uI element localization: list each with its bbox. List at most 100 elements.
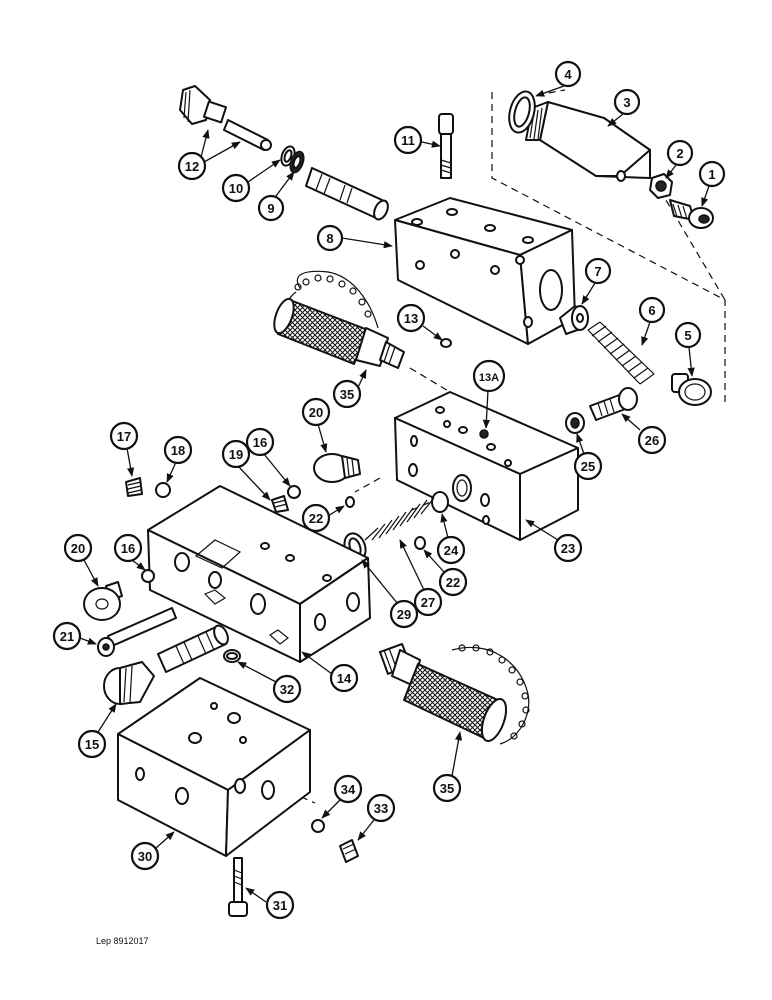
callout-11: 11 (393, 125, 441, 155)
callout-7: 7 (581, 257, 612, 305)
o-ring-32 (223, 649, 241, 663)
callout-35-bottom: 35 (432, 731, 463, 803)
svg-text:12: 12 (185, 159, 199, 174)
backup-ring (508, 90, 536, 134)
callout-32: 32 (237, 661, 302, 704)
svg-text:13A: 13A (479, 372, 499, 384)
svg-text:19: 19 (229, 447, 243, 462)
callout-5: 5 (674, 321, 702, 377)
svg-text:18: 18 (171, 443, 185, 458)
o-ring-22-bottom (414, 536, 426, 550)
screw-26 (589, 387, 638, 421)
svg-text:1: 1 (708, 167, 715, 182)
ball-16-top (287, 485, 301, 499)
callout-22-top: 22 (301, 503, 345, 533)
svg-text:4: 4 (564, 67, 572, 82)
callout-10: 10 (221, 159, 281, 203)
svg-text:11: 11 (401, 133, 415, 148)
callout-9: 9 (257, 171, 295, 222)
svg-text:25: 25 (581, 459, 595, 474)
spring-27 (364, 497, 435, 541)
plug-33 (339, 839, 359, 863)
ball-18 (155, 482, 171, 498)
screen-filter-top (273, 270, 405, 369)
svg-text:15: 15 (85, 737, 99, 752)
adjusting-screw (669, 199, 714, 229)
callout-16-left: 16 (113, 533, 146, 571)
bolt-21 (97, 607, 177, 657)
svg-text:8: 8 (326, 231, 333, 246)
svg-text:34: 34 (341, 782, 356, 797)
plug-5 (671, 373, 712, 406)
callout-6: 6 (638, 296, 666, 346)
svg-text:14: 14 (337, 671, 352, 686)
ball-16-left (141, 569, 155, 583)
svg-text:24: 24 (444, 543, 459, 558)
ball-34 (311, 819, 325, 833)
callout-3: 3 (607, 88, 641, 127)
svg-text:32: 32 (280, 682, 294, 697)
callout-16-top: 16 (245, 427, 291, 487)
svg-text:10: 10 (229, 181, 243, 196)
callout-4: 4 (535, 60, 582, 97)
valve-body-center (147, 485, 371, 663)
ring-9 (289, 150, 305, 174)
callout-25: 25 (573, 433, 603, 481)
callout-26: 26 (621, 413, 667, 455)
plug-24 (431, 491, 449, 513)
capscrew-top (438, 113, 454, 179)
callout-22-bottom: 22 (423, 549, 468, 597)
svg-text:5: 5 (684, 328, 691, 343)
nut-25 (565, 412, 585, 434)
relief-valve-cartridge (525, 101, 651, 182)
svg-text:7: 7 (594, 264, 601, 279)
screen-filter-bottom (379, 643, 530, 745)
bolt-31 (228, 857, 248, 917)
callout-1: 1 (698, 160, 726, 207)
plug-20-top (313, 453, 361, 483)
ball-13 (440, 338, 452, 348)
callout-8: 8 (316, 224, 393, 252)
svg-text:26: 26 (645, 433, 659, 448)
callout-23: 23 (525, 519, 583, 563)
svg-text:13: 13 (404, 311, 418, 326)
svg-text:22: 22 (309, 511, 323, 526)
callout-20-top: 20 (301, 397, 331, 453)
callout-31: 31 (245, 887, 295, 920)
callout-20-left: 20 (63, 533, 99, 587)
svg-text:2: 2 (676, 146, 683, 161)
poppet (559, 305, 589, 335)
callout-24: 24 (436, 513, 466, 565)
svg-text:3: 3 (623, 95, 630, 110)
callout-34: 34 (321, 774, 363, 819)
callout-13: 13 (396, 303, 443, 341)
svg-text:20: 20 (309, 405, 323, 420)
callout-17: 17 (109, 421, 139, 477)
callouts: 1 2 3 4 5 6 (52, 60, 726, 920)
svg-text:35: 35 (440, 781, 454, 796)
spool-8 (305, 167, 389, 221)
nut (649, 173, 673, 199)
callout-13A: 13A (472, 359, 506, 429)
fitting-15 (103, 661, 155, 705)
callout-14: 14 (301, 651, 359, 693)
drawing-reference: Lep 8912017 (96, 936, 149, 946)
o-ring-22-top (345, 496, 355, 508)
callout-35-top: 35 (332, 369, 367, 409)
svg-text:17: 17 (117, 429, 131, 444)
fitting-12 (179, 85, 272, 151)
callout-19: 19 (221, 439, 271, 501)
svg-text:23: 23 (561, 541, 575, 556)
callout-29: 29 (361, 559, 419, 629)
plug-20-left (83, 581, 123, 621)
callout-33: 33 (357, 793, 396, 841)
svg-text:21: 21 (60, 629, 74, 644)
plug-19 (271, 495, 289, 513)
svg-text:30: 30 (138, 849, 152, 864)
callout-12: 12 (177, 129, 241, 181)
svg-text:35: 35 (340, 387, 354, 402)
svg-text:16: 16 (121, 541, 135, 556)
svg-text:9: 9 (267, 201, 274, 216)
svg-text:20: 20 (71, 541, 85, 556)
